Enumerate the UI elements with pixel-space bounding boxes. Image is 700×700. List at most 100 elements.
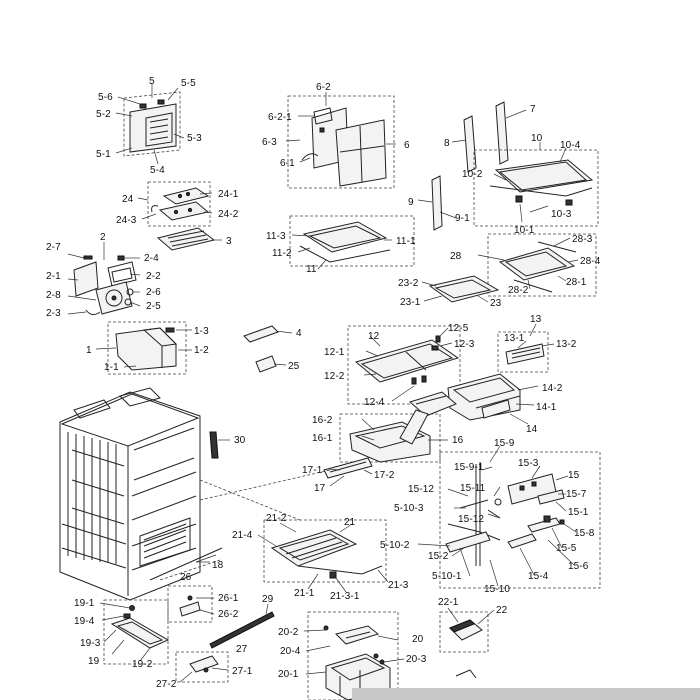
- part-30-strip: [209, 431, 230, 459]
- label-16-1: 16-1: [312, 433, 333, 444]
- label-12-2: 12-2: [324, 371, 345, 382]
- part-28-shelf: [477, 233, 597, 297]
- label-11: 11: [306, 264, 317, 275]
- label-10-2: 10-2: [462, 169, 483, 180]
- label-27-2: 27-2: [156, 679, 177, 690]
- part-26-bracket: [167, 585, 215, 623]
- label-21-1: 21-1: [294, 588, 315, 599]
- label-1-1: 1-1: [104, 362, 119, 373]
- label-23-2: 23-2: [398, 278, 419, 289]
- label-10-3: 10-3: [551, 209, 572, 220]
- label-5-10-2: 5-10-2: [380, 540, 410, 551]
- label-12-1: 12-1: [324, 347, 345, 358]
- label-5-2: 5-2: [96, 109, 111, 120]
- label-13-1: 13-1: [504, 333, 525, 344]
- label-17-2: 17-2: [374, 470, 395, 481]
- label-28: 28: [450, 251, 462, 262]
- label-15-2: 15-2: [428, 551, 449, 562]
- label-28-4: 28-4: [580, 256, 601, 267]
- label-4: 4: [296, 328, 302, 339]
- label-20-2: 20-2: [278, 627, 299, 638]
- label-5-1: 5-1: [96, 149, 111, 160]
- label-19-2: 19-2: [132, 659, 153, 670]
- label-14-2: 14-2: [542, 383, 563, 394]
- label-2-5: 2-5: [146, 301, 161, 312]
- part-21-freezer-drawer: [257, 519, 389, 593]
- part-23-shelf: [421, 275, 500, 303]
- part-11-shelf: [289, 215, 415, 270]
- label-2-6: 2-6: [146, 287, 161, 298]
- label-21-3-1: 21-3-1: [330, 591, 360, 602]
- label-20-1: 20-1: [278, 669, 299, 680]
- label-5: 5: [149, 76, 155, 87]
- label-21: 21: [344, 517, 356, 528]
- label-5-5: 5-5: [181, 78, 196, 89]
- label-27: 27: [236, 644, 248, 655]
- label-24-2: 24-2: [218, 209, 239, 220]
- label-5-10-1: 5-10-1: [432, 571, 462, 582]
- label-2-7: 2-7: [46, 242, 61, 253]
- part-4-25-small: [243, 325, 293, 373]
- label-5-6: 5-6: [98, 92, 113, 103]
- part-1-ice-bin: [95, 321, 192, 375]
- part-12-crisper-cover: [347, 325, 461, 405]
- label-6-3: 6-3: [262, 137, 277, 148]
- label-11-2: 11-2: [272, 248, 292, 259]
- label-5-3: 5-3: [187, 133, 202, 144]
- label-19: 19: [88, 656, 100, 667]
- label-12: 12: [368, 331, 380, 342]
- label-2-4: 2-4: [144, 253, 159, 264]
- label-15-9-1: 15-9-1: [454, 462, 484, 473]
- label-13-2: 13-2: [556, 339, 577, 350]
- label-15-12a: 15-12: [408, 484, 434, 495]
- label-24-1: 24-1: [218, 189, 239, 200]
- part-2-fan-assy: [67, 242, 141, 316]
- label-10-1: 10-1: [514, 225, 535, 236]
- label-12-4: 12-4: [364, 397, 385, 408]
- label-20-3: 20-3: [406, 654, 427, 665]
- label-12-5: 12-5: [448, 323, 469, 334]
- label-26-2: 26-2: [218, 609, 239, 620]
- part-5-ice-maker-cover: [115, 84, 185, 165]
- part-3-filter: [156, 227, 222, 251]
- part-18-rail: [149, 547, 223, 581]
- label-16: 16: [452, 435, 464, 446]
- label-15-6: 15-6: [568, 561, 589, 572]
- part-20-basket: [303, 611, 405, 700]
- part-29-rod: [209, 603, 275, 649]
- part-16-17-drawer: [323, 391, 457, 487]
- part-19-rail: [99, 599, 170, 665]
- cabinet-body: [59, 387, 201, 601]
- label-21-2: 21-2: [266, 513, 287, 524]
- label-10: 10: [531, 133, 543, 144]
- label-15: 15: [568, 470, 580, 481]
- label-5-10-3: 5-10-3: [394, 503, 424, 514]
- label-14-1: 14-1: [536, 402, 557, 413]
- label-17: 17: [314, 483, 326, 494]
- label-22: 22: [496, 605, 508, 616]
- corner-bar: [352, 688, 700, 700]
- label-15-12b: 15-12: [458, 514, 484, 525]
- label-27-1: 27-1: [232, 666, 253, 677]
- part-13-14-drawer: [447, 323, 555, 425]
- part-15-rail-parts: [417, 445, 601, 589]
- label-14: 14: [526, 424, 538, 435]
- label-15-11: 15-11: [460, 483, 486, 494]
- label-20: 20: [412, 634, 424, 645]
- label-15-5: 15-5: [556, 543, 577, 554]
- label-15-1: 15-1: [568, 507, 589, 518]
- label-9-1: 9-1: [455, 213, 470, 224]
- label-3: 3: [226, 236, 232, 247]
- label-11-1: 11-1: [396, 236, 416, 247]
- label-30: 30: [234, 435, 246, 446]
- label-2-1: 2-1: [46, 271, 61, 282]
- label-13: 13: [530, 314, 542, 325]
- label-24: 24: [122, 194, 134, 205]
- part-24-ice-maker-assy: [137, 181, 213, 227]
- label-29: 29: [262, 594, 274, 605]
- label-28-2: 28-2: [508, 285, 529, 296]
- label-20-4: 20-4: [280, 646, 301, 657]
- label-1-3: 1-3: [194, 326, 209, 337]
- label-26: 26: [180, 572, 192, 583]
